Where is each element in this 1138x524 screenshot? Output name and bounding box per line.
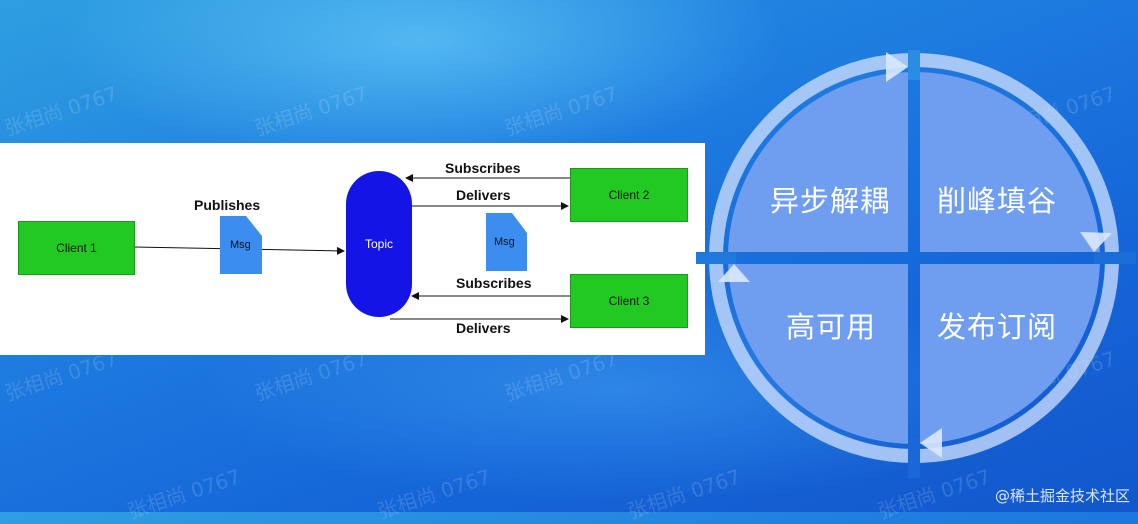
msg-label: Msg bbox=[230, 239, 251, 251]
features-cycle-graphic bbox=[696, 50, 1136, 478]
arrow-head-icon bbox=[718, 264, 750, 282]
publishes-label: Publishes bbox=[194, 197, 261, 213]
diagram-arrows bbox=[133, 174, 570, 323]
quadrant-label-high-availability: 高可用 bbox=[786, 310, 877, 344]
outer-ring bbox=[709, 53, 1119, 463]
ring-gap bbox=[908, 50, 920, 80]
msg-document-shape bbox=[220, 216, 262, 274]
topic-node: Topic bbox=[346, 171, 412, 317]
ring-gap bbox=[908, 438, 920, 478]
pubsub-diagram-panel: Client 1 Client 2 Client 3 Topic Publish… bbox=[0, 143, 705, 355]
arrow-head-icon bbox=[920, 428, 942, 458]
arrow-head-icon bbox=[886, 52, 908, 82]
quadrant-bottom-right bbox=[920, 264, 1100, 444]
quadrant-label-peak-shaving: 削峰填谷 bbox=[937, 184, 1058, 218]
ring-gap bbox=[696, 252, 736, 264]
site-credit: @稀土掘金技术社区 bbox=[994, 487, 1130, 505]
msg-label: Msg bbox=[494, 236, 515, 248]
delivers-label: Delivers bbox=[456, 320, 511, 336]
quadrant-label-publish-subscribe: 发布订阅 bbox=[937, 310, 1058, 344]
ring-gap bbox=[1094, 252, 1136, 264]
client-1-box: Client 1 bbox=[18, 221, 135, 275]
subscribes-label: Subscribes bbox=[445, 160, 521, 176]
quadrant-bottom-left bbox=[728, 264, 908, 444]
quadrant-top-left bbox=[728, 72, 908, 252]
msg-document-shape bbox=[486, 213, 527, 271]
quadrant-label-async-decoupling: 异步解耦 bbox=[770, 184, 891, 218]
quadrant-top-right bbox=[920, 72, 1100, 252]
arrow-head-icon bbox=[1080, 232, 1112, 252]
client-2-box: Client 2 bbox=[570, 168, 688, 222]
client-3-box: Client 3 bbox=[570, 274, 688, 328]
delivers-label: Delivers bbox=[456, 187, 511, 203]
subscribes-label: Subscribes bbox=[456, 275, 532, 291]
